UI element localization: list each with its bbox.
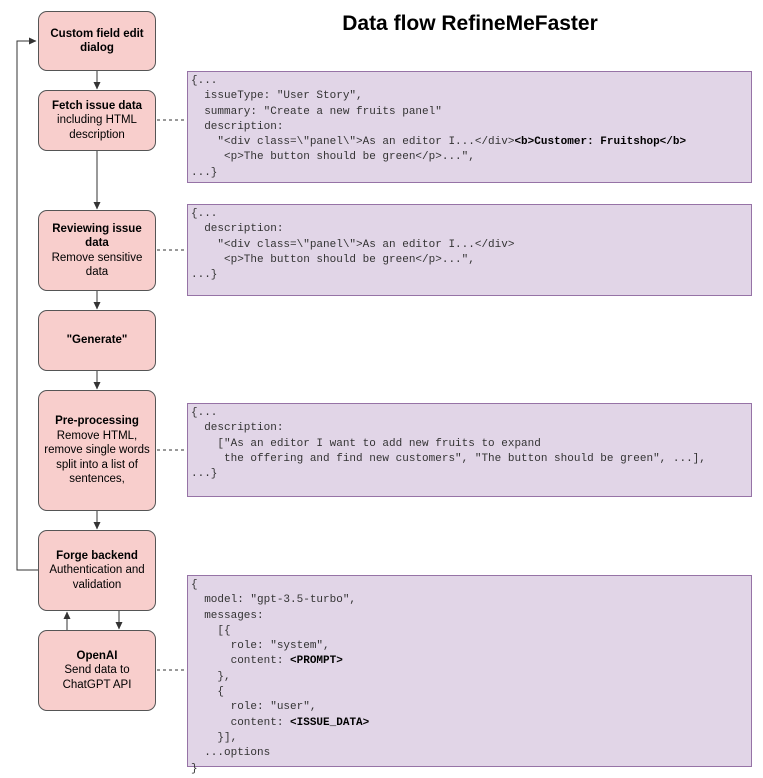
code-text: { (191, 686, 225, 699)
code-text: model: "gpt-3.5-turbo", (191, 594, 357, 607)
code-text: [{ (191, 624, 231, 637)
code-line: }, (191, 670, 748, 685)
code-line: ...} (191, 268, 748, 283)
step-openai: OpenAI Send data to ChatGPT API (38, 630, 156, 711)
code-line: { (191, 685, 748, 700)
code-text: {... (191, 208, 218, 220)
code-text: ...} (191, 269, 218, 282)
code-line: description: (191, 120, 748, 135)
issue-data-json: {... issueType: "User Story", summary: "… (187, 71, 752, 183)
code-text: "<div class=\"panel\">As an editor I...<… (191, 136, 515, 149)
step-title: Custom field edit dialog (50, 27, 144, 55)
openai-request-json: { model: "gpt-3.5-turbo", messages: [{ r… (187, 575, 752, 775)
code-text: "<div class=\"panel\">As an editor I...<… (191, 238, 515, 251)
code-text: ["As an editor I want to add new fruits … (191, 437, 541, 450)
step-title: "Generate" (66, 334, 128, 347)
code-line: { (191, 578, 748, 593)
code-line: }], (191, 731, 748, 746)
step-title: Forge backend (56, 549, 138, 562)
code-text: { (191, 579, 198, 591)
loop-back-arrow (16, 37, 38, 571)
code-text: content: (191, 716, 291, 729)
code-line: issueType: "User Story", (191, 89, 748, 104)
code-line: the offering and find new customers", "T… (191, 452, 748, 467)
code-line: ...options (191, 746, 748, 761)
code-text: <p>The button should be green</p>...", (191, 151, 475, 164)
code-line: [{ (191, 624, 748, 639)
code-text: role: "system", (191, 640, 330, 653)
code-line: content: <PROMPT> (191, 654, 748, 669)
step-title: Reviewing issue data (52, 222, 142, 250)
code-text: {... (191, 75, 218, 87)
code-line: {... (191, 74, 748, 89)
code-text: }, (191, 670, 231, 683)
code-line: role: "user", (191, 700, 748, 715)
code-text: {... (191, 407, 218, 419)
step-title: Fetch issue data (51, 99, 143, 112)
code-line: model: "gpt-3.5-turbo", (191, 593, 748, 608)
code-text: ...options (191, 747, 271, 760)
step-title: OpenAI (76, 649, 118, 662)
code-text: description: (191, 223, 284, 236)
code-text: role: "user", (191, 701, 317, 714)
step-forge-backend: Forge backend Authentication and validat… (38, 530, 156, 611)
code-line: messages: (191, 609, 748, 624)
code-text: description: (191, 422, 284, 435)
code-text: } (191, 762, 198, 775)
code-line: {... (191, 207, 748, 222)
code-emphasis: <b>Customer: Fruitshop</b> (514, 136, 687, 149)
step-description: Remove HTML, remove single words split i… (44, 429, 150, 486)
code-text: issueType: "User Story", (191, 90, 363, 103)
code-emphasis: <PROMPT> (290, 655, 343, 668)
code-text: content: (191, 655, 291, 668)
diagram-title: Data flow RefineMeFaster (342, 12, 598, 35)
step-pre-processing: Pre-processing Remove HTML, remove singl… (38, 390, 156, 511)
code-text: ...} (191, 166, 218, 179)
code-line: content: <ISSUE_DATA> (191, 716, 748, 731)
code-line: description: (191, 421, 748, 436)
code-text: }], (191, 731, 238, 744)
step-description: Send data to ChatGPT API (62, 664, 132, 691)
code-line: <p>The button should be green</p>...", (191, 253, 748, 268)
code-emphasis: <ISSUE_DATA> (290, 716, 370, 729)
code-text: summary: "Create a new fruits panel" (191, 105, 442, 118)
step-reviewing-issue-data: Reviewing issue data Remove sensitive da… (38, 210, 156, 291)
code-text: the offering and find new customers", "T… (191, 452, 706, 465)
code-line: {... (191, 406, 748, 421)
code-text: messages: (191, 609, 264, 622)
step-description: Remove sensitive data (51, 251, 143, 279)
step-description: including HTML description (57, 114, 137, 141)
code-line: "<div class=\"panel\">As an editor I...<… (191, 238, 748, 253)
code-line: <p>The button should be green</p>...", (191, 150, 748, 165)
code-line: summary: "Create a new fruits panel" (191, 105, 748, 120)
code-line: description: (191, 222, 748, 237)
code-line: } (191, 762, 748, 777)
code-line: role: "system", (191, 639, 748, 654)
sentences-json: {... description: ["As an editor I want … (187, 403, 752, 497)
step-title: Pre-processing (55, 415, 139, 428)
step-description: Authentication and validation (49, 564, 145, 591)
step-fetch-issue-data: Fetch issue data including HTML descript… (38, 90, 156, 151)
code-text: ...} (191, 468, 218, 481)
code-line: "<div class=\"panel\">As an editor I...<… (191, 135, 748, 150)
code-line: ...} (191, 467, 748, 482)
code-line: ["As an editor I want to add new fruits … (191, 437, 748, 452)
code-line: ...} (191, 166, 748, 181)
code-text: description: (191, 120, 284, 133)
step-custom-field-dialog: Custom field edit dialog (38, 11, 156, 71)
step-generate: "Generate" (38, 310, 156, 371)
description-json: {... description: "<div class=\"panel\">… (187, 204, 752, 296)
code-text: <p>The button should be green</p>...", (191, 253, 475, 266)
